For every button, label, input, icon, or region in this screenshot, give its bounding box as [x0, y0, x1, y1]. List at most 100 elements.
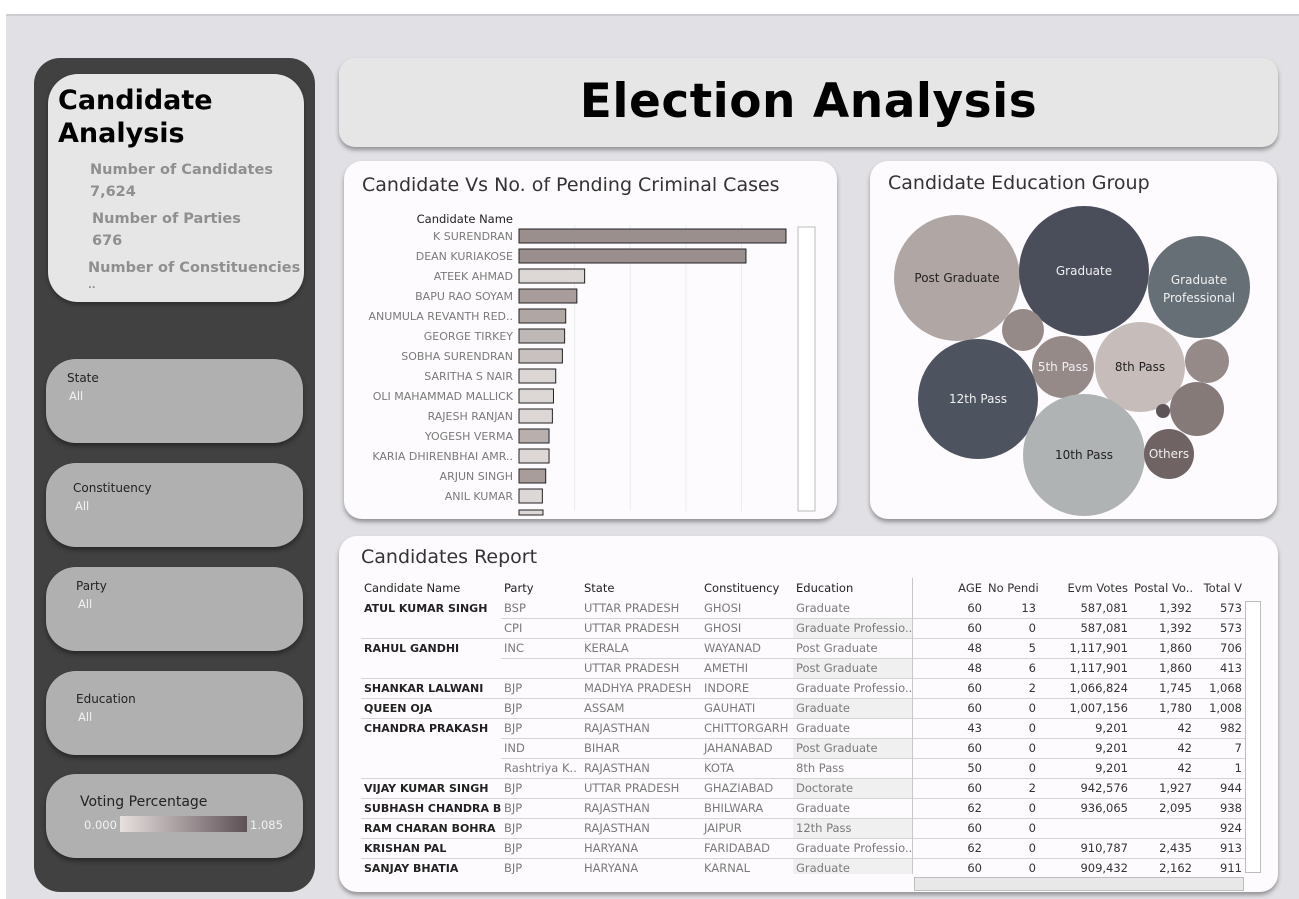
- bubble-mark[interactable]: [1023, 394, 1145, 516]
- col-evm-votes[interactable]: Evm Votes: [1067, 581, 1128, 595]
- bubble-mark[interactable]: [1095, 322, 1185, 412]
- bar-mark[interactable]: [518, 288, 578, 304]
- bar-mark[interactable]: [518, 328, 566, 344]
- col-postal-votes[interactable]: Postal Vo..: [1134, 581, 1194, 595]
- cell-party: INC: [501, 637, 581, 658]
- col-total-votes[interactable]: Total V: [1203, 581, 1242, 595]
- bubble-mark[interactable]: [1032, 336, 1094, 398]
- bar-chart-scrollbar[interactable]: [797, 226, 816, 512]
- filter-state[interactable]: State All: [46, 359, 303, 443]
- bubble-mark[interactable]: [1019, 206, 1149, 336]
- bubble-mark[interactable]: [894, 215, 1020, 341]
- cell-pending-cases: 0: [985, 697, 1039, 718]
- cell-candidate-name: KRISHAN PAL: [361, 837, 501, 858]
- table-header-row: Candidate Name Party State Constituency …: [361, 578, 1245, 598]
- cell-constituency: AMETHI: [701, 657, 793, 678]
- table-vertical-scrollbar[interactable]: [1245, 601, 1261, 873]
- cell-candidate-name: [361, 758, 501, 778]
- filter-state-label: State: [67, 371, 99, 385]
- col-age[interactable]: AGE: [958, 581, 982, 595]
- bar-mark-partial[interactable]: [518, 509, 544, 516]
- cell-state: BIHAR: [581, 737, 701, 758]
- cell-total-votes: 573: [1220, 600, 1242, 615]
- cell-total-votes: 1,068: [1195, 677, 1245, 698]
- kpi-candidates-label: Number of Candidates: [90, 162, 273, 178]
- bar-mark[interactable]: [518, 268, 586, 284]
- cell-total-votes: 1: [1195, 757, 1245, 778]
- bubble-mark[interactable]: [1002, 309, 1044, 351]
- filter-constituency-value[interactable]: All: [75, 499, 90, 513]
- bubble-mark[interactable]: [918, 339, 1038, 459]
- cell-party: BJP: [501, 697, 581, 718]
- cell-candidate-name: QUEEN OJA: [361, 697, 501, 718]
- cell-evm-votes: 1,117,901: [1039, 657, 1131, 678]
- cell-education: Doctorate: [793, 777, 913, 798]
- bar-mark[interactable]: [518, 408, 553, 424]
- bar-mark[interactable]: [518, 348, 563, 364]
- filter-party[interactable]: Party All: [46, 567, 303, 651]
- cell-age: 60: [913, 677, 985, 698]
- cell-party: CPI: [501, 617, 581, 638]
- bar-mark[interactable]: [518, 448, 550, 464]
- cell-constituency: WAYANAD: [701, 637, 793, 658]
- col-state[interactable]: State: [584, 581, 615, 595]
- filter-state-value[interactable]: All: [69, 389, 84, 403]
- cell-party: BJP: [501, 857, 581, 874]
- filter-constituency[interactable]: Constituency All: [46, 463, 303, 547]
- bubble-mark[interactable]: [1170, 382, 1224, 436]
- cell-total-votes: 573: [1195, 617, 1245, 638]
- cell-age: 48: [913, 657, 985, 678]
- bubble-mark[interactable]: [1185, 339, 1229, 383]
- cell-state: KERALA: [581, 637, 701, 658]
- col-party[interactable]: Party: [504, 581, 534, 595]
- cell-pending-cases: 0: [985, 857, 1039, 874]
- bar-mark[interactable]: [518, 388, 554, 404]
- cell-age: 48: [913, 637, 985, 658]
- cell-party: BSP: [504, 600, 526, 615]
- bar-mark[interactable]: [518, 228, 787, 244]
- cell-state: RAJASTHAN: [581, 757, 701, 778]
- col-pending-cases[interactable]: No Pendin..: [988, 581, 1039, 595]
- cell-evm-votes: 9,201: [1039, 737, 1131, 758]
- bar-mark[interactable]: [518, 428, 550, 444]
- table-horizontal-scrollbar[interactable]: [914, 877, 1244, 891]
- bubble-mark[interactable]: [1156, 404, 1170, 418]
- bubble-mark[interactable]: [1148, 236, 1250, 338]
- filter-education[interactable]: Education All: [46, 671, 303, 755]
- cell-postal-votes: 1,392: [1131, 617, 1195, 638]
- bar-mark[interactable]: [518, 368, 557, 384]
- cell-candidate-name: VIJAY KUMAR SINGH: [361, 777, 501, 798]
- cell-constituency: GHOSI: [701, 617, 793, 638]
- cell-age: 62: [913, 797, 985, 818]
- bar-category-label: OLI MAHAMMAD MALLICK: [373, 390, 514, 403]
- filter-party-value[interactable]: All: [78, 597, 93, 611]
- col-education[interactable]: Education: [796, 581, 854, 595]
- cell-candidate-name: ATUL KUMAR SINGH: [364, 601, 488, 615]
- col-candidate-name[interactable]: Candidate Name: [364, 581, 461, 595]
- voting-percentage-legend[interactable]: Voting Percentage 0.000 1.085: [46, 774, 303, 858]
- filter-education-value[interactable]: All: [78, 710, 93, 724]
- col-constituency[interactable]: Constituency: [704, 581, 780, 595]
- cell-age: 60: [913, 857, 985, 874]
- bubble-mark[interactable]: [1144, 429, 1194, 479]
- bar-mark[interactable]: [518, 308, 567, 324]
- bar-mark[interactable]: [518, 488, 543, 504]
- cell-candidate-name: SHANKAR LALWANI: [361, 677, 501, 698]
- bar-mark[interactable]: [518, 468, 547, 484]
- cell-age: 60: [913, 817, 985, 838]
- bar-mark[interactable]: [518, 248, 747, 264]
